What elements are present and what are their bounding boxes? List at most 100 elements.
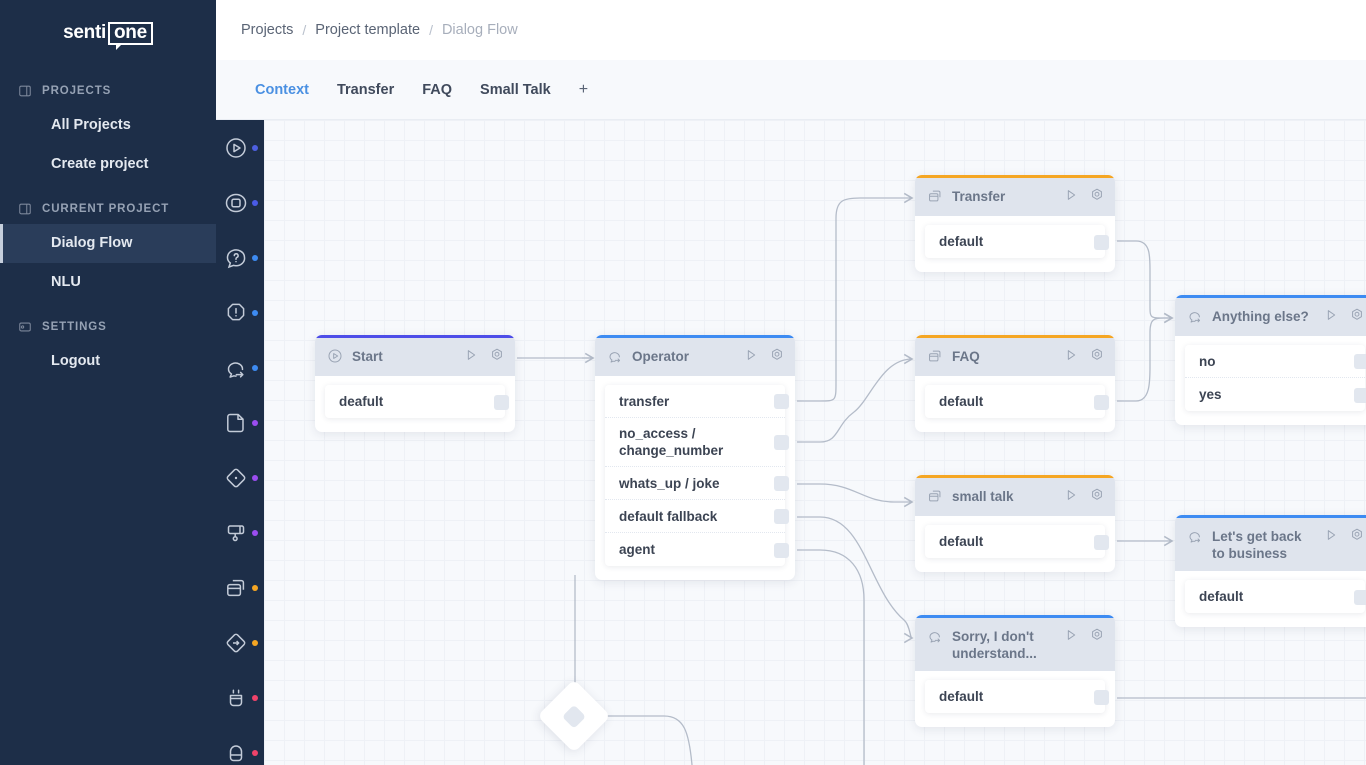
node-run-icon[interactable] bbox=[1063, 187, 1079, 203]
brand-name-part2: one bbox=[113, 21, 147, 43]
node-row[interactable]: default bbox=[925, 385, 1109, 418]
node-row-port[interactable] bbox=[774, 509, 789, 524]
node-settings-gear-icon[interactable] bbox=[1089, 187, 1105, 203]
flow-node-faq[interactable]: FAQ default bbox=[915, 335, 1115, 432]
node-row-label: deafult bbox=[339, 394, 384, 409]
sidebar-item-create-project[interactable]: Create project bbox=[51, 156, 149, 172]
node-header[interactable]: Let's get back to business bbox=[1175, 518, 1366, 571]
node-row[interactable]: yes bbox=[1185, 378, 1366, 411]
brand-logo[interactable]: senti one bbox=[0, 0, 216, 66]
edge-layer bbox=[517, 192, 1366, 765]
breadcrumb-item-project-template[interactable]: Project template bbox=[315, 22, 421, 38]
node-row[interactable]: default bbox=[925, 225, 1109, 258]
node-settings-gear-icon[interactable] bbox=[489, 347, 505, 363]
tool-status-dot bbox=[252, 419, 258, 426]
node-row[interactable]: default bbox=[1185, 580, 1366, 613]
node-run-icon[interactable] bbox=[743, 347, 759, 363]
node-header[interactable]: Transfer bbox=[915, 178, 1115, 216]
node-settings-gear-icon[interactable] bbox=[1089, 627, 1105, 643]
node-row[interactable]: transfer bbox=[605, 385, 789, 418]
node-header[interactable]: Operator bbox=[595, 338, 795, 376]
node-run-icon[interactable] bbox=[1063, 487, 1079, 503]
node-accent-bar bbox=[915, 475, 1115, 478]
node-run-icon[interactable] bbox=[1323, 307, 1339, 323]
flow-node-sorry[interactable]: Sorry, I don't understand... default bbox=[915, 615, 1115, 727]
node-row[interactable]: default fallback bbox=[605, 500, 789, 533]
node-row-port[interactable] bbox=[494, 394, 509, 410]
node-run-icon[interactable] bbox=[1063, 627, 1079, 643]
node-run-icon[interactable] bbox=[463, 347, 479, 363]
node-header[interactable]: FAQ bbox=[915, 338, 1115, 376]
node-row-port[interactable] bbox=[774, 542, 789, 558]
node-run-icon[interactable] bbox=[1323, 527, 1339, 543]
node-settings-gear-icon[interactable] bbox=[1349, 307, 1365, 323]
tool-diamond-dot[interactable] bbox=[216, 450, 264, 505]
node-body: transfer no_access / change_number whats_u… bbox=[595, 376, 795, 580]
dialog-flow-canvas[interactable]: Start deafult Operator transfer no_access / … bbox=[264, 120, 1366, 765]
node-row-port[interactable] bbox=[774, 394, 789, 409]
node-row-port[interactable] bbox=[1354, 589, 1366, 605]
topbar: Projects / Project template / Dialog Flo… bbox=[216, 0, 1366, 60]
tab-transfer[interactable]: Transfer bbox=[336, 81, 395, 98]
node-header[interactable]: Start bbox=[315, 338, 515, 376]
node-title: Operator bbox=[632, 349, 690, 364]
node-header[interactable]: Anything else? bbox=[1175, 298, 1366, 336]
tool-circle-square[interactable] bbox=[216, 175, 264, 230]
flow-node-transfer[interactable]: Transfer default bbox=[915, 175, 1115, 272]
node-run-icon[interactable] bbox=[1063, 347, 1079, 363]
breadcrumb-item-projects[interactable]: Projects bbox=[241, 22, 294, 38]
node-row-label: whats_up / joke bbox=[619, 475, 720, 491]
tool-robot-head[interactable] bbox=[216, 670, 264, 725]
sidebar-item-all-projects[interactable]: All Projects bbox=[51, 117, 131, 133]
sidebar-item-nlu[interactable]: NLU bbox=[51, 274, 81, 290]
node-settings-gear-icon[interactable] bbox=[1349, 527, 1365, 543]
node-row[interactable]: no bbox=[1185, 345, 1366, 378]
node-row[interactable]: whats_up / joke bbox=[605, 467, 789, 500]
tool-stamp[interactable] bbox=[216, 505, 264, 560]
flow-node-operator[interactable]: Operator transfer no_access / change_numbe… bbox=[595, 335, 795, 580]
node-settings-gear-icon[interactable] bbox=[1089, 487, 1105, 503]
node-settings-gear-icon[interactable] bbox=[769, 347, 785, 363]
brand-name-part1: senti bbox=[63, 21, 106, 43]
diamond-arrow-icon bbox=[224, 631, 248, 655]
tool-diamond-arrow[interactable] bbox=[216, 615, 264, 670]
node-header[interactable]: small talk bbox=[915, 478, 1115, 516]
tab-context[interactable]: Context bbox=[255, 81, 309, 98]
tool-document[interactable] bbox=[216, 395, 264, 450]
node-row-port[interactable] bbox=[1094, 534, 1109, 550]
tool-status-dot bbox=[252, 199, 258, 206]
tab-faq[interactable]: FAQ bbox=[422, 81, 453, 98]
node-row-port[interactable] bbox=[1354, 354, 1366, 369]
tab-small-talk[interactable]: Small Talk bbox=[480, 81, 551, 98]
node-row[interactable]: agent bbox=[605, 533, 789, 566]
tool-bubble-arrow[interactable] bbox=[216, 340, 264, 395]
node-row-port[interactable] bbox=[774, 435, 789, 450]
sidebar-group-current-project: CURRENT PROJECT bbox=[0, 194, 216, 224]
node-header[interactable]: Sorry, I don't understand... bbox=[915, 618, 1115, 671]
flow-node-smalltalk[interactable]: small talk default bbox=[915, 475, 1115, 572]
sidebar-item-logout[interactable]: Logout bbox=[51, 353, 101, 369]
node-row-port[interactable] bbox=[1354, 387, 1366, 403]
node-row-port[interactable] bbox=[1094, 234, 1109, 250]
flow-node-start[interactable]: Start deafult bbox=[315, 335, 515, 432]
bubble-arrow-icon bbox=[1187, 308, 1203, 324]
tool-alert-octagon[interactable] bbox=[216, 285, 264, 340]
node-row[interactable]: deafult bbox=[325, 385, 509, 418]
flow-node-back[interactable]: Let's get back to business default bbox=[1175, 515, 1366, 627]
node-settings-gear-icon[interactable] bbox=[1089, 347, 1105, 363]
tool-robot-body[interactable] bbox=[216, 725, 264, 765]
tool-circle-play[interactable] bbox=[216, 120, 264, 175]
node-row-port[interactable] bbox=[774, 476, 789, 491]
node-row-label: no_access / change_number bbox=[619, 426, 724, 458]
sidebar-item-dialog-flow[interactable]: Dialog Flow bbox=[0, 224, 216, 263]
tool-stack-boxes[interactable] bbox=[216, 560, 264, 615]
node-row[interactable]: default bbox=[925, 525, 1109, 558]
node-row[interactable]: default bbox=[925, 680, 1109, 713]
node-row-port[interactable] bbox=[1094, 394, 1109, 410]
add-tab-button[interactable]: + bbox=[578, 80, 589, 98]
tool-question-bubble[interactable] bbox=[216, 230, 264, 285]
node-row-port[interactable] bbox=[1094, 689, 1109, 705]
node-row[interactable]: no_access / change_number bbox=[605, 418, 789, 467]
